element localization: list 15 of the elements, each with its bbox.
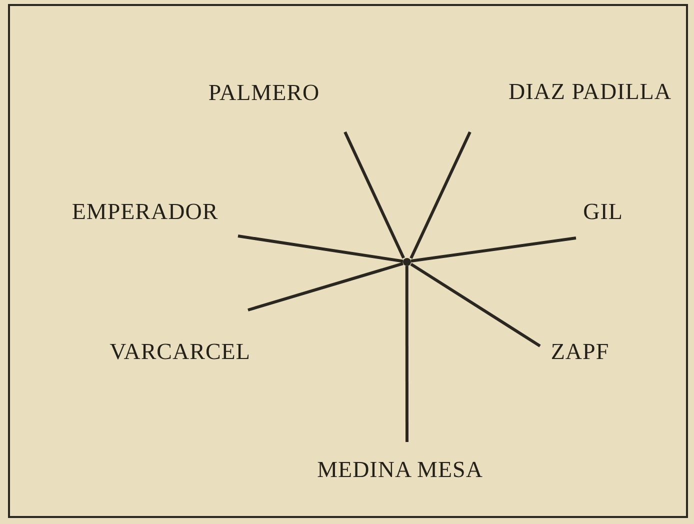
name-label: ZAPF <box>550 339 610 365</box>
name-label: PALMERO <box>208 80 320 106</box>
connector-line <box>238 234 404 263</box>
junction-dot <box>403 258 411 266</box>
name-label: VARCARCEL <box>110 339 250 365</box>
connector-line <box>410 131 472 259</box>
name-label: DIAZ PADILLA <box>508 79 672 105</box>
connector-line <box>344 131 405 259</box>
connector-line <box>410 262 541 348</box>
connector-line <box>405 266 408 442</box>
connector-line <box>248 262 404 312</box>
name-label: GIL <box>583 199 623 225</box>
connector-line <box>410 236 576 262</box>
name-label: MEDINA MESA <box>317 457 483 483</box>
name-label: EMPERADOR <box>72 199 218 225</box>
